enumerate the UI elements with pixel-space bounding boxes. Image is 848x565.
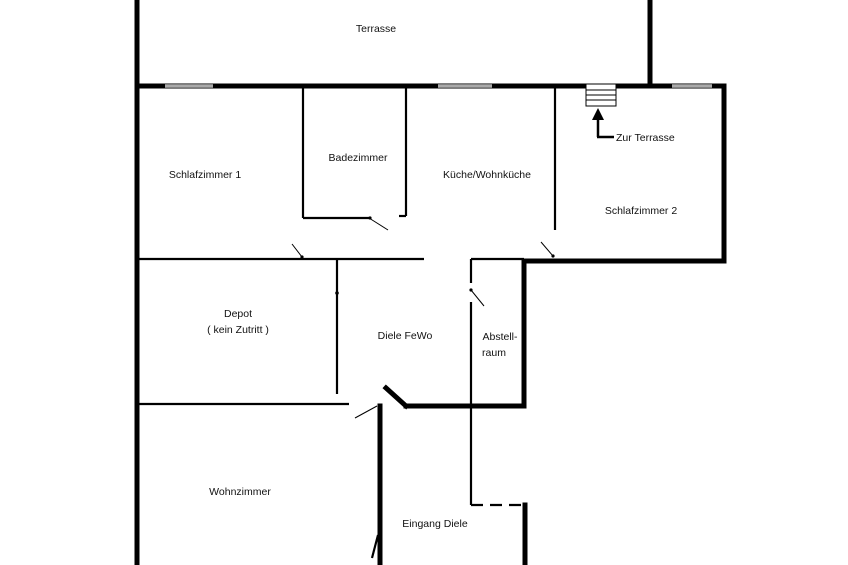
door-swings	[291, 216, 555, 419]
stairs-icon	[585, 83, 617, 107]
room-label-diele-fewo: Diele FeWo	[378, 330, 433, 342]
room-label-schlafzimmer-1: Schlafzimmer 1	[169, 169, 242, 181]
room-label-abstellraum-2: raum	[482, 347, 506, 359]
room-label-depot-note: ( kein Zutritt )	[207, 324, 269, 336]
interior-walls	[138, 88, 557, 559]
room-label-badezimmer: Badezimmer	[329, 152, 388, 164]
room-label-eingang-diele: Eingang Diele	[402, 518, 468, 530]
label-zur-terrasse: Zur Terrasse	[616, 132, 675, 144]
arrow-up-icon	[592, 108, 614, 139]
room-label-terrasse: Terrasse	[356, 23, 396, 35]
room-label-abstellraum-1: Abstell-	[482, 331, 518, 343]
room-label-kueche: Küche/Wohnküche	[443, 169, 531, 181]
room-label-wohnzimmer: Wohnzimmer	[209, 486, 271, 498]
room-labels: Terrasse Schlafzimmer 1 Badezimmer Küche…	[169, 23, 678, 530]
room-label-schlafzimmer-2: Schlafzimmer 2	[605, 205, 678, 217]
outer-walls	[134, 0, 727, 565]
room-label-depot: Depot	[224, 308, 252, 320]
